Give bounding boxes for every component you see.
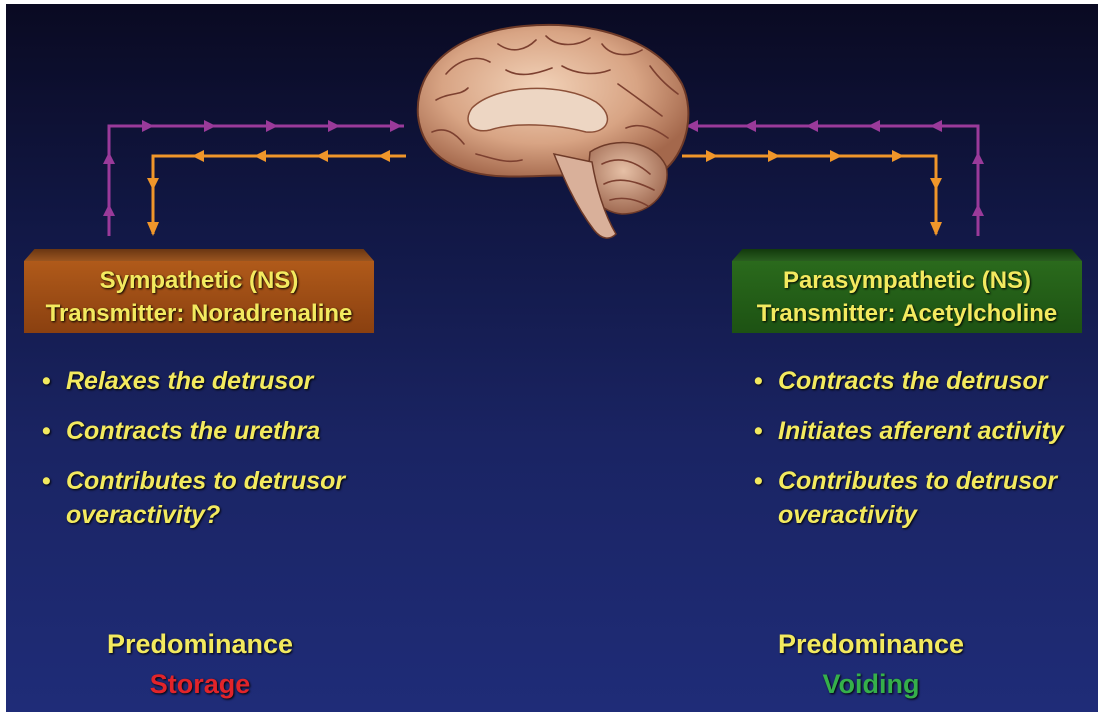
- predominance-label: Predominance: [751, 624, 991, 664]
- predominance-storage: Storage: [80, 664, 320, 704]
- bullet-icon: •: [42, 414, 51, 448]
- parasympathetic-title: Parasympathetic (NS): [783, 264, 1031, 297]
- effect-text: Contributes to detrusor overactivity: [778, 467, 1057, 529]
- effect-text: Initiates afferent activity: [778, 417, 1064, 445]
- right-efferent-arrowheads: [706, 150, 942, 236]
- list-item: • Contributes to detrusor overactivity?: [42, 464, 402, 532]
- sympathetic-predominance: Predominance Storage: [80, 624, 320, 704]
- predominance-voiding: Voiding: [751, 664, 991, 704]
- pathway-arrows: [6, 4, 1098, 712]
- parasympathetic-transmitter: Transmitter: Acetylcholine: [757, 297, 1058, 330]
- brain-icon: [418, 25, 689, 238]
- list-item: • Contracts the detrusor: [754, 364, 1094, 398]
- list-item: • Relaxes the detrusor: [42, 364, 402, 398]
- bullet-icon: •: [42, 464, 51, 498]
- effect-text: Contributes to detrusor overactivity?: [66, 467, 345, 529]
- sympathetic-title: Sympathetic (NS): [100, 264, 299, 297]
- list-item: • Initiates afferent activity: [754, 414, 1094, 448]
- left-efferent-arrowheads: [147, 150, 390, 236]
- right-afferent-arrowheads: [686, 120, 984, 216]
- list-item: • Contributes to detrusor overactivity: [754, 464, 1094, 532]
- right-efferent-path: [682, 156, 936, 234]
- sympathetic-effects-list: • Relaxes the detrusor • Contracts the ure…: [42, 364, 402, 548]
- bullet-icon: •: [754, 464, 763, 498]
- left-efferent-path: [153, 156, 406, 234]
- effect-text: Contracts the detrusor: [778, 367, 1047, 395]
- bullet-icon: •: [754, 364, 763, 398]
- bullet-icon: •: [754, 414, 763, 448]
- effect-text: Relaxes the detrusor: [66, 367, 313, 395]
- sympathetic-box: Sympathetic (NS) Transmitter: Noradrenal…: [24, 261, 374, 333]
- parasympathetic-effects-list: • Contracts the detrusor • Initiates affer…: [754, 364, 1094, 548]
- parasympathetic-box: Parasympathetic (NS) Transmitter: Acetyl…: [732, 261, 1082, 333]
- left-afferent-arrowheads: [103, 120, 402, 216]
- sympathetic-transmitter: Transmitter: Noradrenaline: [46, 297, 353, 330]
- diagram-slide: Sympathetic (NS) Transmitter: Noradrenal…: [6, 4, 1098, 712]
- effect-text: Contracts the urethra: [66, 417, 320, 445]
- predominance-label: Predominance: [80, 624, 320, 664]
- bullet-icon: •: [42, 364, 51, 398]
- list-item: • Contracts the urethra: [42, 414, 402, 448]
- parasympathetic-predominance: Predominance Voiding: [751, 624, 991, 704]
